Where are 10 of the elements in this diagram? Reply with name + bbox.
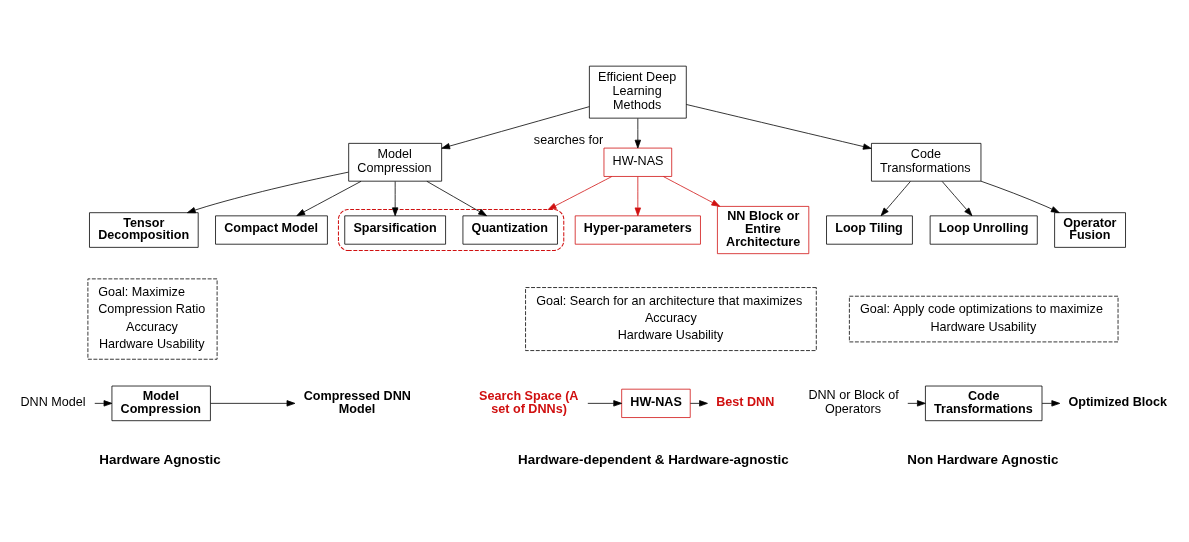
- label: Hardware Agnostic: [99, 452, 221, 468]
- node-text: Compressed DNN Model: [303, 389, 411, 416]
- node-text: DNN Model: [20, 395, 86, 410]
- label: Non Hardware Agnostic: [907, 452, 1059, 468]
- node-text: Search Space (A set of DNNs): [479, 389, 579, 416]
- node-label: searches for: [533, 132, 604, 147]
- node-text: Optimized Block: [1068, 394, 1168, 409]
- node-text: DNN or Block of Operators: [808, 388, 899, 417]
- node-text: Best DNN: [716, 394, 775, 409]
- label: Hardware-dependent & Hardware-agnostic: [518, 452, 789, 468]
